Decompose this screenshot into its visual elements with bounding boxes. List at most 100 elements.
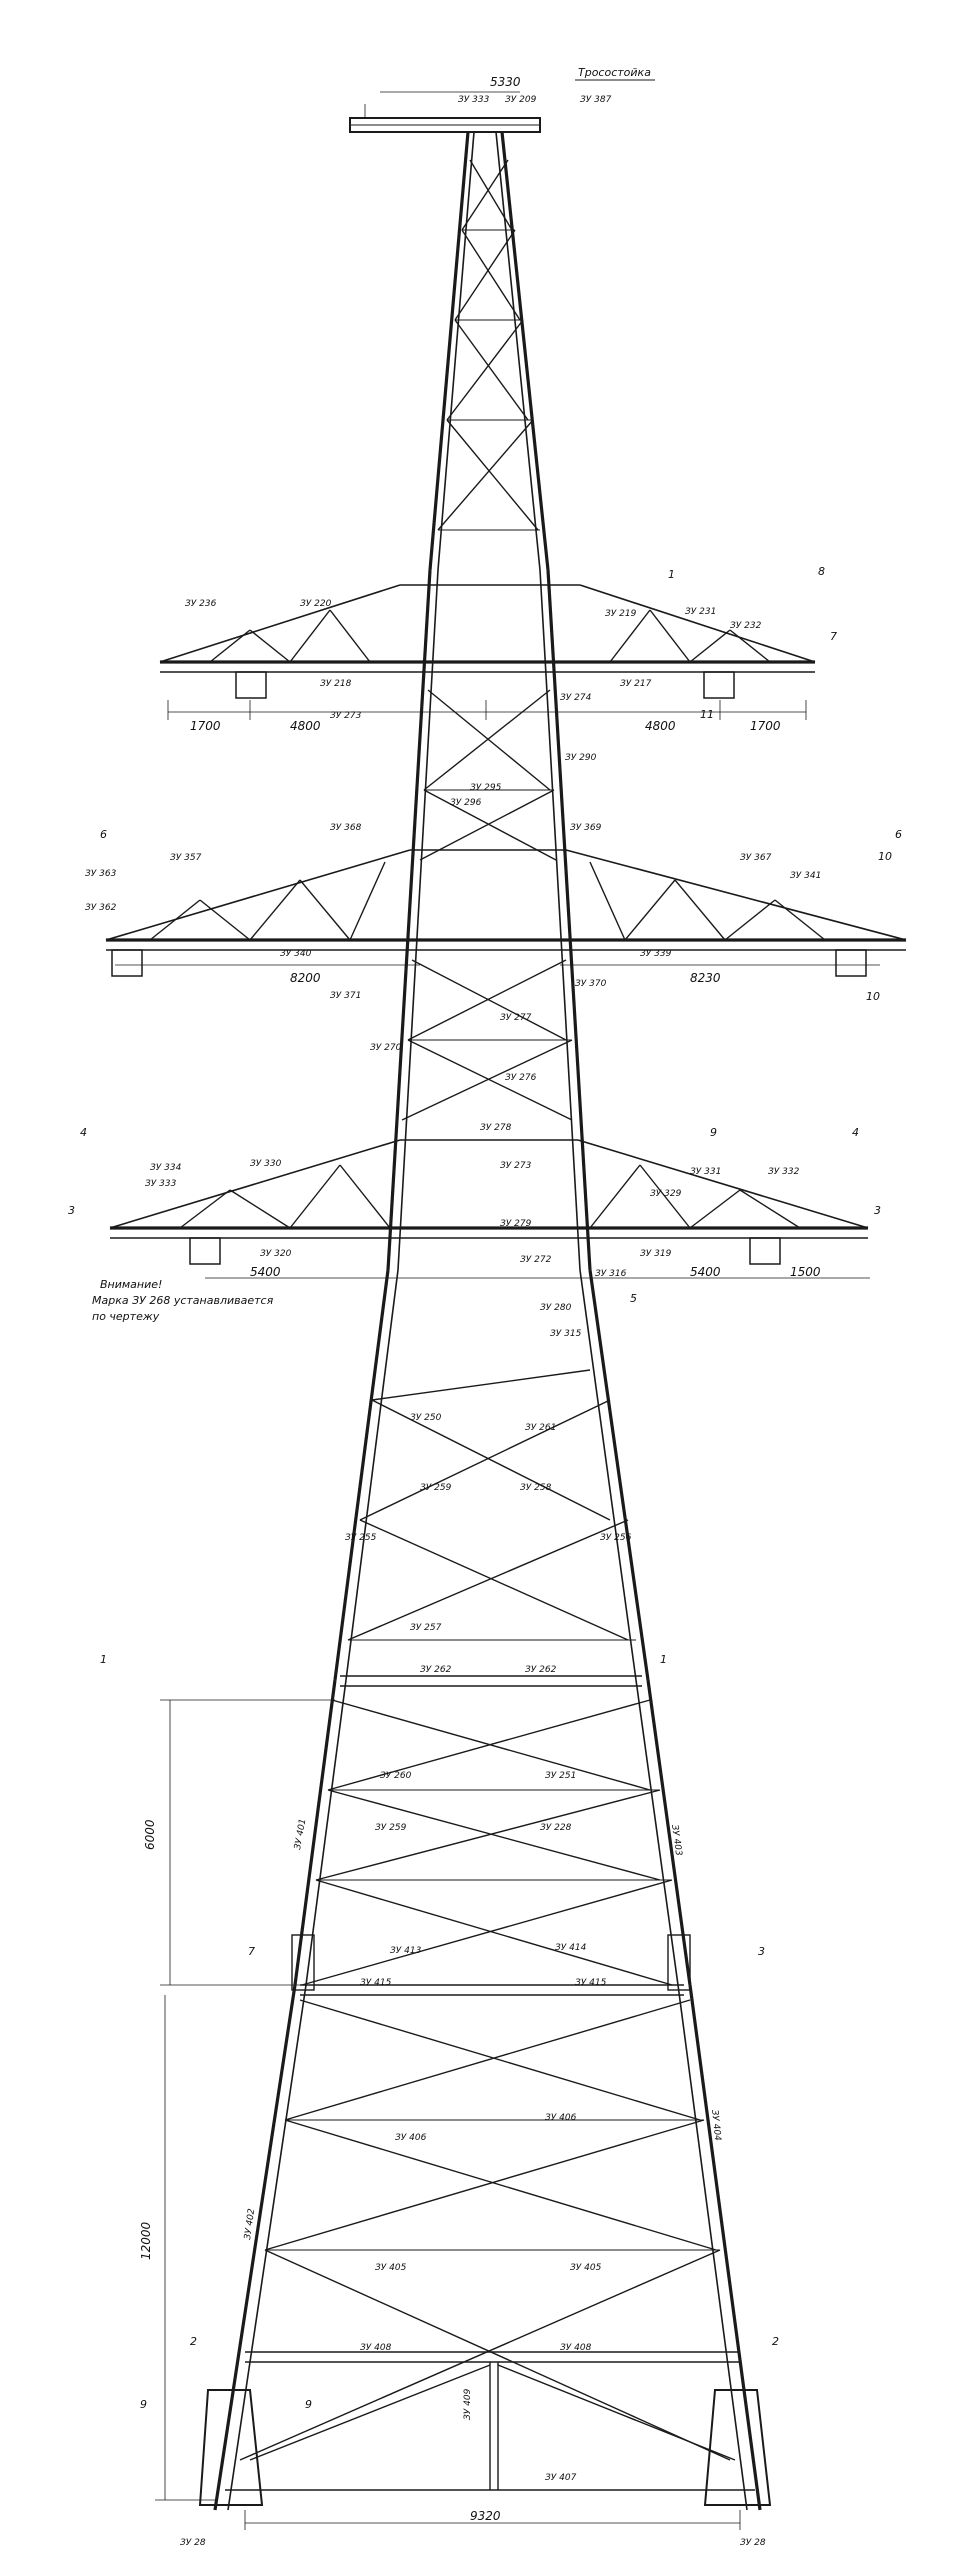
cable-stand-label: Тросостойка	[578, 66, 651, 79]
base-width-dim: 9320	[470, 2509, 501, 2523]
mark-label: ЗУ 236	[185, 599, 217, 609]
peak-section: 5330 Тросостойка ЗУ 387 ЗУ 333 ЗУ 209	[349, 66, 655, 571]
section-mark: 3	[758, 1945, 765, 1958]
mark-label: ЗУ 231	[685, 607, 716, 617]
mark-label: ЗУ 357	[170, 853, 202, 863]
mark-label: ЗУ 277	[500, 1013, 532, 1023]
dim-label: 4800	[290, 719, 321, 733]
mark-label: ЗУ 402	[243, 2208, 257, 2241]
section-mark: 4	[852, 1126, 859, 1139]
mark-label: ЗУ 367	[740, 853, 772, 863]
mark-label: ЗУ 259	[375, 1823, 407, 1833]
top-width-dim: 5330	[490, 75, 521, 89]
mark-label: ЗУ 408	[360, 2343, 392, 2353]
mark-label: ЗУ 362	[85, 903, 117, 913]
section-mark: 2	[772, 2335, 779, 2348]
mark-label: ЗУ 387	[580, 95, 612, 105]
dim-label: 5400	[250, 1265, 281, 1279]
mark-label: ЗУ 370	[575, 979, 607, 989]
mark-label: ЗУ 273	[330, 711, 362, 721]
section-mark: 9	[140, 2398, 147, 2411]
mark-label: ЗУ 408	[560, 2343, 592, 2353]
mark-label: ЗУ 219	[605, 609, 637, 619]
mark-label: ЗУ 272	[520, 1255, 552, 1265]
mark-label: ЗУ 405	[570, 2263, 602, 2273]
mark-label: ЗУ 217	[620, 679, 652, 689]
section-mark: 6	[895, 828, 902, 841]
mark-label: ЗУ 406	[545, 2113, 577, 2123]
mark-label: ЗУ 339	[640, 949, 672, 959]
mark-label: ЗУ 319	[640, 1249, 672, 1259]
section-mark: 6	[100, 828, 107, 841]
mark-label: ЗУ 405	[375, 2263, 407, 2273]
mark-label: ЗУ 368	[330, 823, 362, 833]
note-line: Марка ЗУ 268 устанавливается	[92, 1294, 274, 1307]
mark-label: ЗУ 407	[545, 2473, 577, 2483]
mark-label: ЗУ 333	[458, 95, 490, 105]
section-mark: 3	[874, 1204, 881, 1217]
note-line: по чертежу	[92, 1310, 160, 1323]
mark-label: ЗУ 28	[180, 2538, 206, 2548]
mark-label: ЗУ 413	[390, 1946, 422, 1956]
mark-label: ЗУ 209	[505, 95, 537, 105]
mark-label: ЗУ 333	[145, 1179, 177, 1189]
upper-leg-section: 6000 ЗУ 260 ЗУ 251 ЗУ 259 ЗУ 228 ЗУ 401 …	[100, 1653, 765, 1996]
mark-label: ЗУ 260	[380, 1771, 412, 1781]
mark-label: ЗУ 409	[463, 2388, 473, 2420]
section-mark: 4	[80, 1126, 87, 1139]
mark-label: ЗУ 262	[525, 1665, 557, 1675]
mark-label: ЗУ 251	[545, 1771, 576, 1781]
mark-label: ЗУ 273	[500, 1161, 532, 1171]
mark-label: ЗУ 250	[410, 1413, 442, 1423]
tower-body: ЗУ 270 ЗУ 277 ЗУ 276 ЗУ 278 ЗУ 290 ЗУ 29…	[370, 569, 597, 1271]
upper-crossarm: 1700 4800 4800 1700 ЗУ 236 ЗУ 219 ЗУ 220…	[159, 565, 837, 733]
mark-label: ЗУ 406	[395, 2133, 427, 2143]
section-mark: 5	[630, 1292, 637, 1305]
mark-label: ЗУ 363	[85, 869, 117, 879]
section-mark: 7	[830, 630, 837, 643]
dim-label: 1700	[750, 719, 781, 733]
middle-crossarm: 8200 8230 ЗУ 357 ЗУ 368 ЗУ 369 ЗУ 367 ЗУ…	[85, 823, 907, 1003]
mark-label: ЗУ 261	[525, 1423, 556, 1433]
mark-label: ЗУ 276	[505, 1073, 537, 1083]
lower-leg-section: 12000 9320 ЗУ 406 ЗУ 406 ЗУ 405 ЗУ 405 З…	[139, 1984, 779, 2548]
mark-label: ЗУ 256	[600, 1533, 632, 1543]
mark-label: ЗУ 258	[520, 1483, 552, 1493]
mark-label: ЗУ 279	[500, 1219, 532, 1229]
mark-label: ЗУ 415	[360, 1978, 392, 1988]
mark-label: ЗУ 330	[250, 1159, 282, 1169]
section-mark: 9	[710, 1126, 717, 1139]
mark-label: ЗУ 404	[709, 2109, 722, 2141]
section-mark: 10	[866, 990, 880, 1003]
mark-label: ЗУ 340	[280, 949, 312, 959]
section-mark: 2	[190, 2335, 197, 2348]
mark-label: ЗУ 274	[560, 693, 592, 703]
mark-label: ЗУ 228	[540, 1823, 572, 1833]
dim-label: 1700	[190, 719, 221, 733]
mark-label: ЗУ 334	[150, 1163, 182, 1173]
mark-label: ЗУ 371	[330, 991, 361, 1001]
mark-label: ЗУ 341	[790, 871, 821, 881]
mark-label: ЗУ 401	[293, 1818, 308, 1851]
section-mark: 8	[818, 565, 825, 578]
mark-label: ЗУ 369	[570, 823, 602, 833]
mark-label: ЗУ 414	[555, 1943, 587, 1953]
mark-label: ЗУ 220	[300, 599, 332, 609]
height-dim: 12000	[139, 2221, 153, 2260]
section-mark: 1	[660, 1653, 667, 1666]
note-block: Внимание! Марка ЗУ 268 устанавливается п…	[92, 1278, 274, 1323]
mark-label: ЗУ 332	[768, 1167, 800, 1177]
mark-label: ЗУ 28	[740, 2538, 766, 2548]
mark-label: ЗУ 315	[550, 1329, 582, 1339]
section-mark: 1	[100, 1653, 107, 1666]
mark-label: ЗУ 255	[345, 1533, 377, 1543]
mark-label: ЗУ 290	[565, 753, 597, 763]
section-mark: 1	[668, 568, 675, 581]
mark-label: ЗУ 257	[410, 1623, 442, 1633]
mark-label: ЗУ 329	[650, 1189, 682, 1199]
lower-crossarm: 5400 5400 1500 ЗУ 334 ЗУ 333 ЗУ 332 ЗУ 3…	[68, 1126, 881, 1339]
mark-label: ЗУ 232	[730, 621, 762, 631]
dim-label: 8230	[690, 971, 721, 985]
mark-label: ЗУ 262	[420, 1665, 452, 1675]
